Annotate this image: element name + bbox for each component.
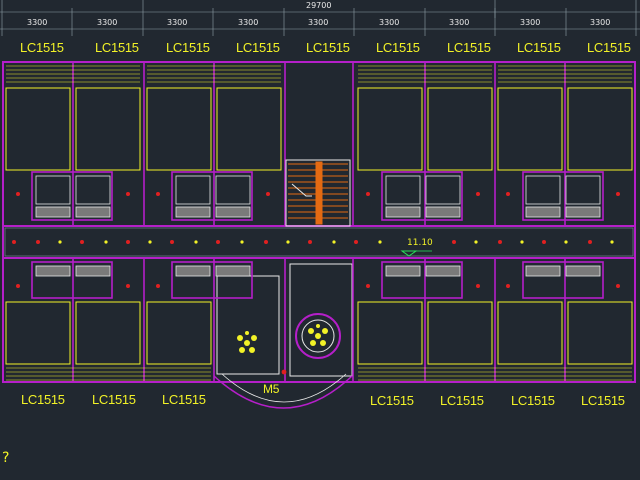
lobby-ceiling-ring — [295, 313, 341, 359]
lower-partitions — [31, 258, 604, 382]
window-label: LC1515 — [440, 393, 484, 408]
lobby-ceiling-ring-inner — [301, 319, 335, 353]
staircase — [285, 159, 351, 227]
total-dimension-text: 29700 — [306, 1, 332, 10]
window-label: LC1515 — [511, 393, 555, 408]
window-label: LC1515 — [376, 40, 420, 55]
upper-rooms — [5, 87, 633, 171]
window-label: LC1515 — [306, 40, 350, 55]
window-label: LC1515 — [370, 393, 414, 408]
bay-dimension-text: 3300 — [27, 18, 48, 27]
bay-dimension-text: 3300 — [449, 18, 470, 27]
window-label: LC1515 — [587, 40, 631, 55]
window-label: LC1515 — [92, 392, 136, 407]
window-label: LC1515 — [166, 40, 210, 55]
bay-dimension-text: 3300 — [167, 18, 188, 27]
lower-bathrooms — [35, 265, 601, 277]
dimension-line-top — [0, 0, 640, 36]
window-label: LC1515 — [517, 40, 561, 55]
entrance-arc — [213, 375, 353, 409]
bay-dimension-text: 3300 — [97, 18, 118, 27]
bay-dimension-text: 3300 — [520, 18, 541, 27]
command-prompt[interactable]: ? — [2, 450, 10, 466]
upper-bathrooms — [35, 175, 601, 218]
door-label: M5 — [263, 382, 280, 396]
chandelier-icon — [308, 324, 328, 346]
window-label: LC1515 — [21, 392, 65, 407]
entrance-arc-inner — [221, 373, 347, 403]
window-hatching — [6, 65, 632, 381]
window-label: LC1515 — [162, 392, 206, 407]
window-label: LC1515 — [581, 393, 625, 408]
chandelier-icon — [237, 331, 257, 353]
corridor-lights — [12, 240, 614, 244]
elevation-text: 11.10 — [407, 238, 433, 248]
elevation-triangle-icon — [400, 250, 418, 257]
bay-dimension-text: 3300 — [379, 18, 400, 27]
lower-rooms — [5, 263, 633, 377]
bay-dimension-text: 3300 — [238, 18, 259, 27]
window-label: LC1515 — [447, 40, 491, 55]
bay-dimension-text: 3300 — [308, 18, 329, 27]
upper-partitions — [31, 62, 604, 226]
bay-dimension-text: 3300 — [590, 18, 611, 27]
window-label: LC1515 — [236, 40, 280, 55]
window-label: LC1515 — [20, 40, 64, 55]
room-fixtures — [16, 192, 620, 375]
window-label: LC1515 — [95, 40, 139, 55]
corridor — [4, 227, 634, 257]
